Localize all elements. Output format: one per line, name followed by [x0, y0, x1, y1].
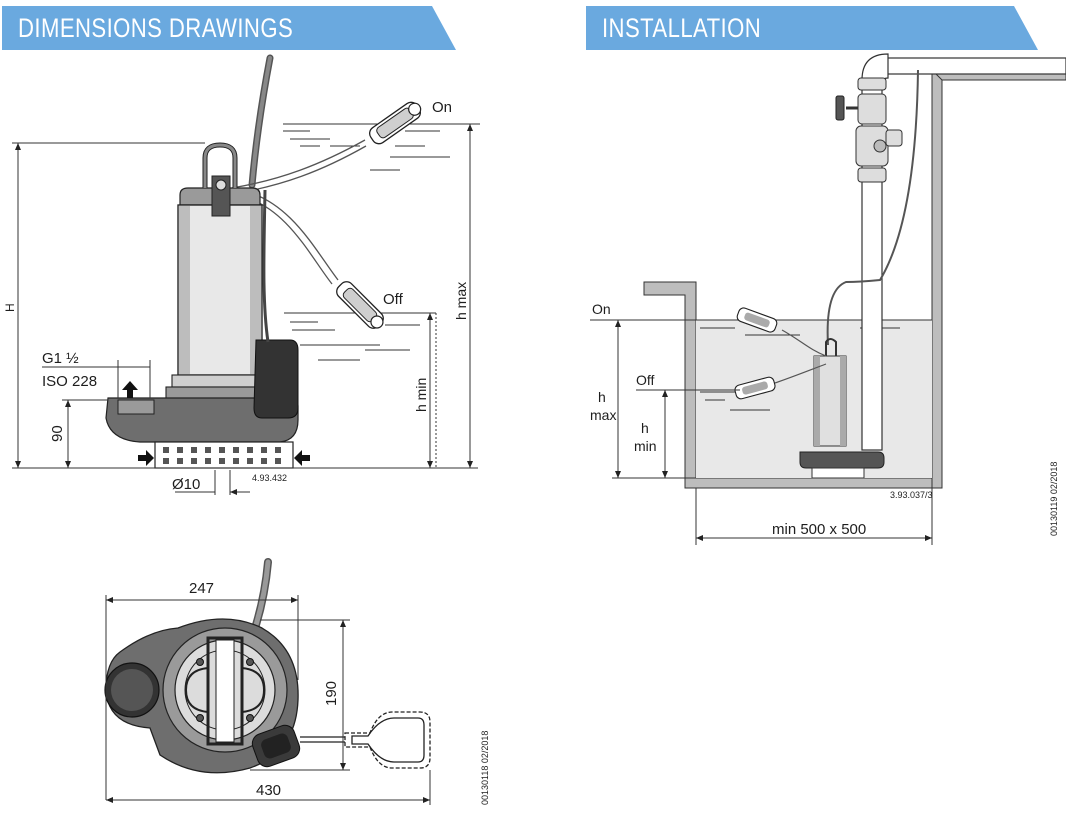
- install-float-off: [734, 376, 776, 400]
- float-switch-on: [369, 101, 422, 145]
- install-pump-base: [799, 451, 885, 469]
- install-label-h-min-min: min: [634, 438, 657, 454]
- dimension-lines-top: [105, 595, 431, 805]
- water-level-lines-upper: [283, 123, 455, 171]
- doc-code-right: 00130119 02/2018: [1049, 462, 1059, 536]
- install-label-pit-size: min 500 x 500: [772, 521, 866, 538]
- top-view-cable-box: [251, 724, 301, 768]
- label-h-min: h min: [413, 378, 429, 412]
- drawing-code-side: 4.93.432: [252, 473, 287, 483]
- pump-strainer: [154, 441, 294, 469]
- float-switch-off: [336, 281, 384, 329]
- dimension-lines-side: [12, 123, 480, 495]
- installation-view: On Off h max h min min 500 x 500 3.93.03…: [590, 53, 1066, 545]
- check-valve: [855, 125, 903, 167]
- pump-side-view: On Off H h max h min G1 ½ ISO 228 90 Ø10…: [3, 54, 480, 495]
- top-view-float: [300, 711, 431, 769]
- label-off: Off: [383, 291, 404, 308]
- label-width-247: 247: [189, 580, 214, 597]
- install-label-h-min-h: h: [641, 420, 649, 436]
- pit-floor: [684, 477, 943, 489]
- installation-banner: INSTALLATION: [586, 6, 1038, 50]
- pump-outlet: [117, 399, 155, 415]
- banner-background: [2, 6, 456, 50]
- label-width-430: 430: [256, 782, 281, 799]
- banner-shape: [586, 6, 1038, 50]
- install-label-off: Off: [636, 372, 655, 388]
- power-cable: [826, 69, 919, 346]
- label-base-height: 90: [49, 425, 66, 442]
- float-cable-box: [253, 339, 299, 419]
- doc-code-left: 00130118 02/2018: [480, 731, 490, 805]
- label-height: H: [3, 303, 17, 312]
- install-label-h-max-max: max: [590, 407, 616, 423]
- pump-ring: [171, 374, 269, 388]
- water-level-lines-lower: [284, 312, 436, 361]
- dimensions-banner: DIMENSIONS DRAWINGS: [2, 6, 456, 50]
- label-on: On: [432, 99, 452, 116]
- installation-title: INSTALLATION: [602, 13, 762, 43]
- install-label-h-max-h: h: [598, 389, 606, 405]
- label-passage-diameter: Ø10: [172, 476, 200, 493]
- dimensions-title: DIMENSIONS DRAWINGS: [18, 13, 294, 43]
- banner-background: [586, 6, 1038, 50]
- inlet-arrow-left: [138, 450, 154, 466]
- install-label-on: On: [592, 301, 611, 317]
- discharge-pipe-horizontal: [881, 57, 1066, 75]
- pump-motor-body: [177, 204, 263, 376]
- install-float-on: [736, 307, 778, 333]
- top-view-handle: [206, 636, 244, 746]
- label-depth-190: 190: [323, 681, 340, 706]
- pit-wall-right: [931, 69, 943, 489]
- banner-shape: [2, 6, 456, 50]
- label-thread-size: G1 ½: [42, 350, 79, 367]
- float-cable-on: [231, 139, 366, 189]
- label-thread-standard: ISO 228: [42, 373, 97, 390]
- strainer-slots: [163, 447, 281, 464]
- top-view-bolts: [196, 658, 254, 722]
- drawing-code-installation: 3.93.037/3: [890, 490, 933, 500]
- gate-valve: [835, 93, 887, 125]
- inlet-arrow-right: [294, 450, 310, 466]
- label-h-max: h max: [453, 282, 469, 320]
- dimension-lines-installation: [590, 319, 933, 545]
- outlet-arrow-up: [122, 381, 138, 398]
- pump-top-view: 247 190 430 00130118 02/2018: [104, 558, 490, 805]
